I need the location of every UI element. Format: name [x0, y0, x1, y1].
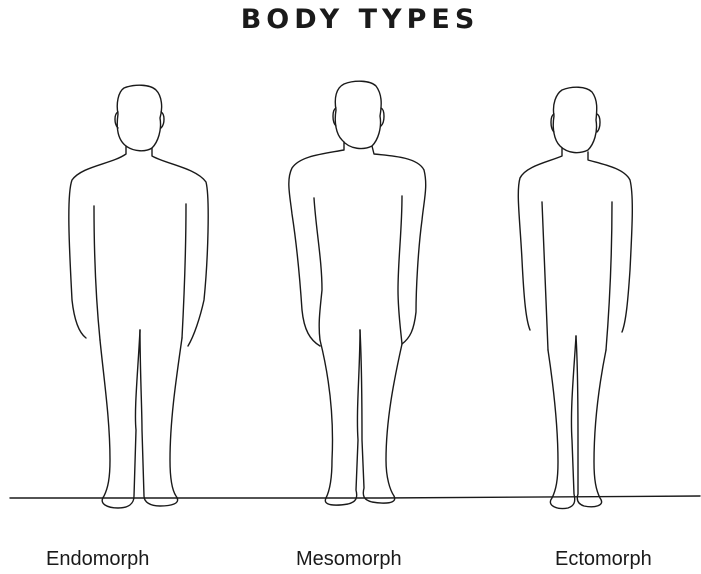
- endomorph-leg-right: [140, 330, 182, 506]
- mesomorph-head: [335, 81, 381, 148]
- endomorph-outline: [69, 146, 208, 346]
- endomorph-arm-left: [94, 206, 100, 340]
- mesomorph-outline: [289, 142, 426, 346]
- ectomorph-ear-right: [597, 114, 600, 132]
- mesomorph-arm-right: [398, 196, 402, 344]
- mesomorph-arm-left: [314, 198, 322, 340]
- ectomorph-arm-left: [542, 202, 548, 350]
- label-ectomorph: Ectomorph: [555, 548, 652, 571]
- mesomorph-silhouette: [289, 81, 426, 505]
- label-mesomorph: Mesomorph: [296, 548, 402, 571]
- ectomorph-silhouette: [518, 87, 632, 508]
- ectomorph-leg-right: [576, 336, 606, 507]
- endomorph-head: [117, 85, 161, 151]
- endomorph-silhouette: [69, 85, 208, 508]
- ectomorph-leg-left: [548, 336, 576, 509]
- mesomorph-leg-right: [360, 330, 402, 503]
- endomorph-leg-left: [100, 330, 140, 508]
- mesomorph-ear-right: [381, 108, 384, 126]
- mesomorph-leg-left: [320, 330, 360, 505]
- ground-line: [10, 496, 700, 498]
- ectomorph-head: [553, 87, 597, 152]
- label-endomorph: Endomorph: [46, 548, 149, 571]
- ectomorph-arm-right: [606, 202, 612, 350]
- endomorph-arm-right: [182, 204, 186, 338]
- ectomorph-outline: [518, 148, 632, 332]
